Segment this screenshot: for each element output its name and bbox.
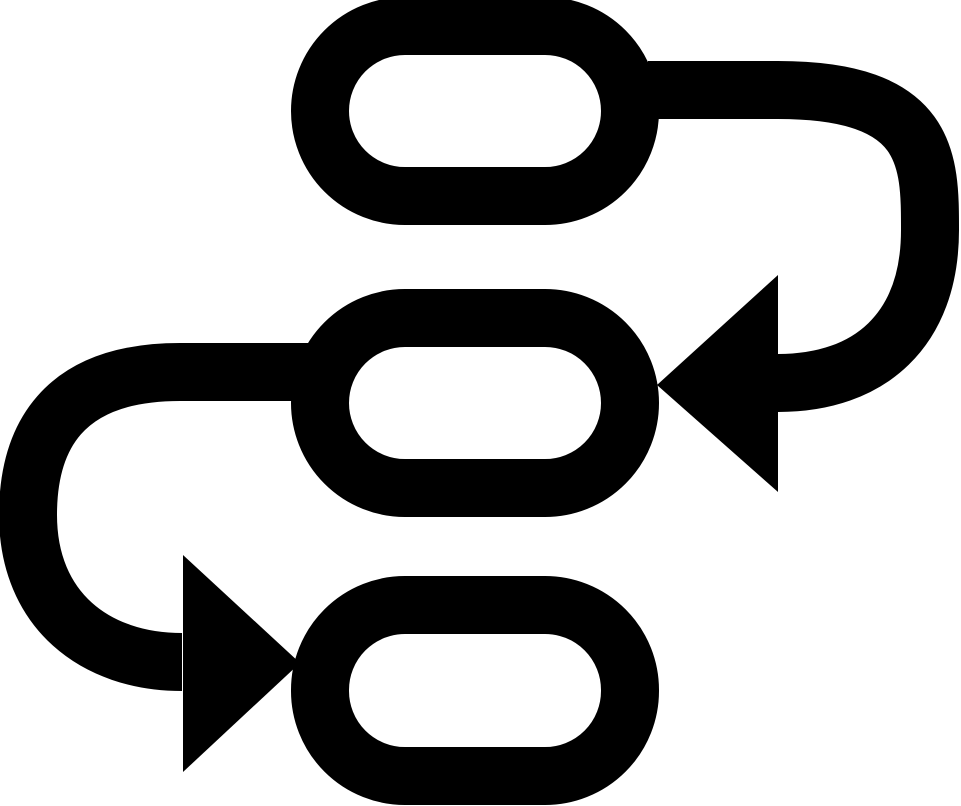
connector-top-to-middle <box>648 61 959 412</box>
flow-node-middle <box>291 289 659 517</box>
connector-middle-to-bottom <box>0 343 308 691</box>
flow-node-top <box>291 0 659 225</box>
arrow-head-into-middle-icon <box>657 275 778 492</box>
flow-node-bottom <box>291 576 659 805</box>
arrow-head-into-bottom-icon <box>183 555 300 772</box>
